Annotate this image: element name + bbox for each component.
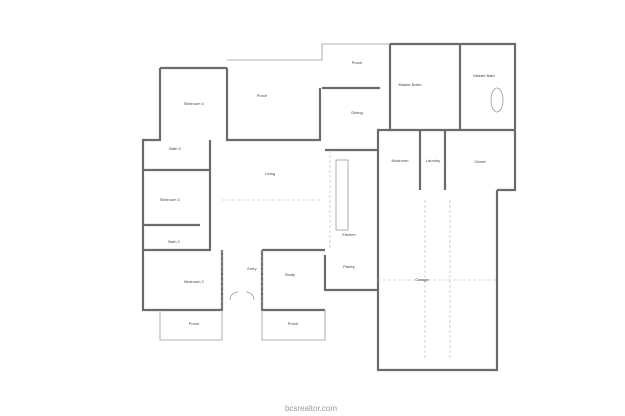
room-bath-2: Bath 2 (168, 239, 180, 244)
room-laundry: Laundry (426, 158, 440, 163)
room-living: Living (265, 171, 275, 176)
walls (141, 42, 517, 372)
room-bath-3: Bath 3 (169, 146, 181, 151)
room-bedroom-4: Bedroom 4 (184, 101, 204, 106)
room-study: Study (285, 272, 295, 277)
room-dining: Dining (351, 110, 362, 115)
room-bedroom-2: Bedroom 2 (184, 279, 204, 284)
room-mudroom: Mudroom (392, 158, 410, 163)
room-master-bath: Master Bath (473, 73, 495, 78)
room-porch-master: Porch (352, 60, 362, 65)
room-porch-front-right: Porch (288, 321, 298, 326)
room-garage: Garage (415, 277, 429, 282)
room-entry: Entry (247, 266, 256, 271)
room-porch-rear: Porch (257, 93, 267, 98)
room-closet: Closet (474, 159, 486, 164)
watermark: bcsrealtor.com (285, 404, 337, 413)
room-pantry: Pantry (343, 264, 355, 269)
room-bedroom-3: Bedroom 3 (160, 197, 180, 202)
room-porch-front-left: Porch (189, 321, 199, 326)
room-master-bdrm: Master Bdrm (399, 82, 423, 87)
room-kitchen: Kitchen (342, 232, 355, 237)
